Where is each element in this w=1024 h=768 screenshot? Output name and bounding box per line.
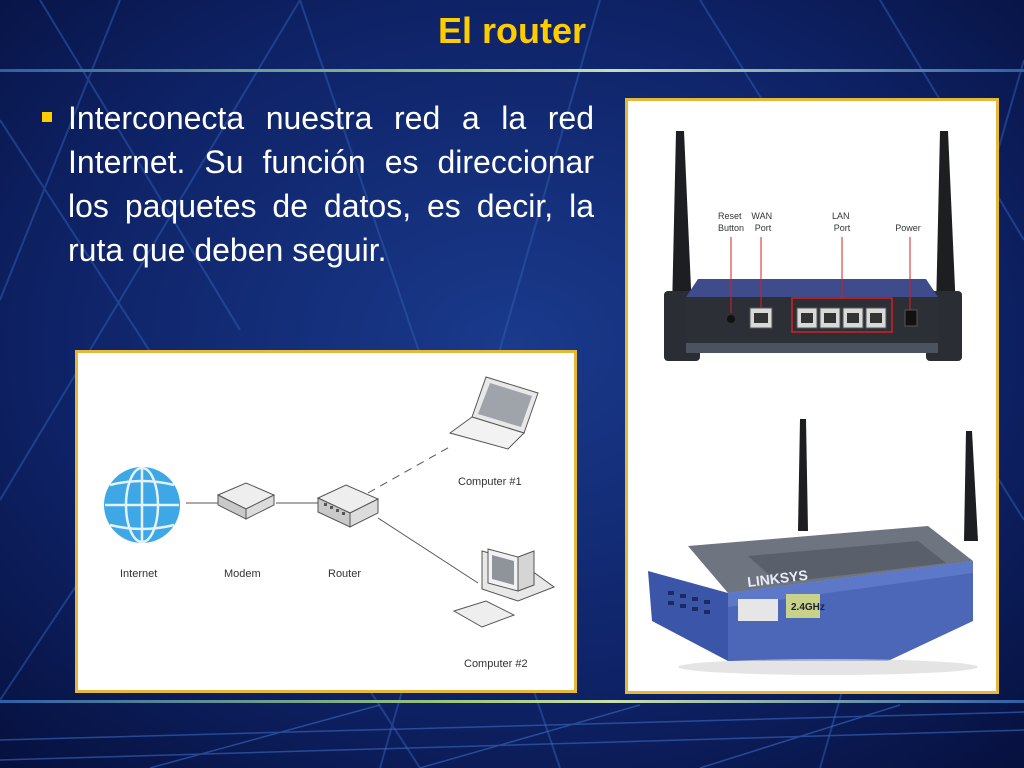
computer2-label: Computer #2	[464, 658, 528, 670]
svg-text:LAN Port: LAN Port	[832, 211, 852, 233]
modem-label: Modem	[224, 568, 261, 580]
modem-icon	[216, 482, 276, 520]
desktop-computer-icon	[452, 548, 556, 628]
internet-globe-icon	[104, 466, 180, 544]
network-diagram: Internet Modem Router Computer #1	[75, 350, 577, 693]
footer-divider	[0, 700, 1024, 703]
svg-text:Reset Button: Reset Button	[718, 211, 744, 233]
bullet-text: Interconecta nuestra red a la red Intern…	[68, 100, 594, 268]
diagram-links	[186, 444, 479, 584]
svg-text:WAN Port: WAN Port	[751, 211, 774, 233]
title-divider	[0, 69, 1024, 72]
computer1-label: Computer #1	[458, 476, 522, 488]
router-front-illustration: LINKSYS 2.4GHz	[648, 419, 978, 675]
router-icon	[316, 484, 380, 528]
router-label: Router	[328, 568, 361, 580]
router-photos-image: Reset Button WAN Port LAN Port Power	[625, 98, 999, 694]
router-back-illustration: Reset Button WAN Port LAN Port Power	[664, 131, 962, 361]
bullet-marker	[42, 112, 52, 122]
svg-text:LINKSYS: LINKSYS	[746, 567, 808, 590]
slide-title: El router	[437, 10, 587, 51]
internet-label: Internet	[120, 568, 157, 580]
svg-text:2.4GHz: 2.4GHz	[791, 602, 825, 613]
svg-text:Power: Power	[895, 223, 921, 233]
laptop-icon	[448, 376, 539, 450]
